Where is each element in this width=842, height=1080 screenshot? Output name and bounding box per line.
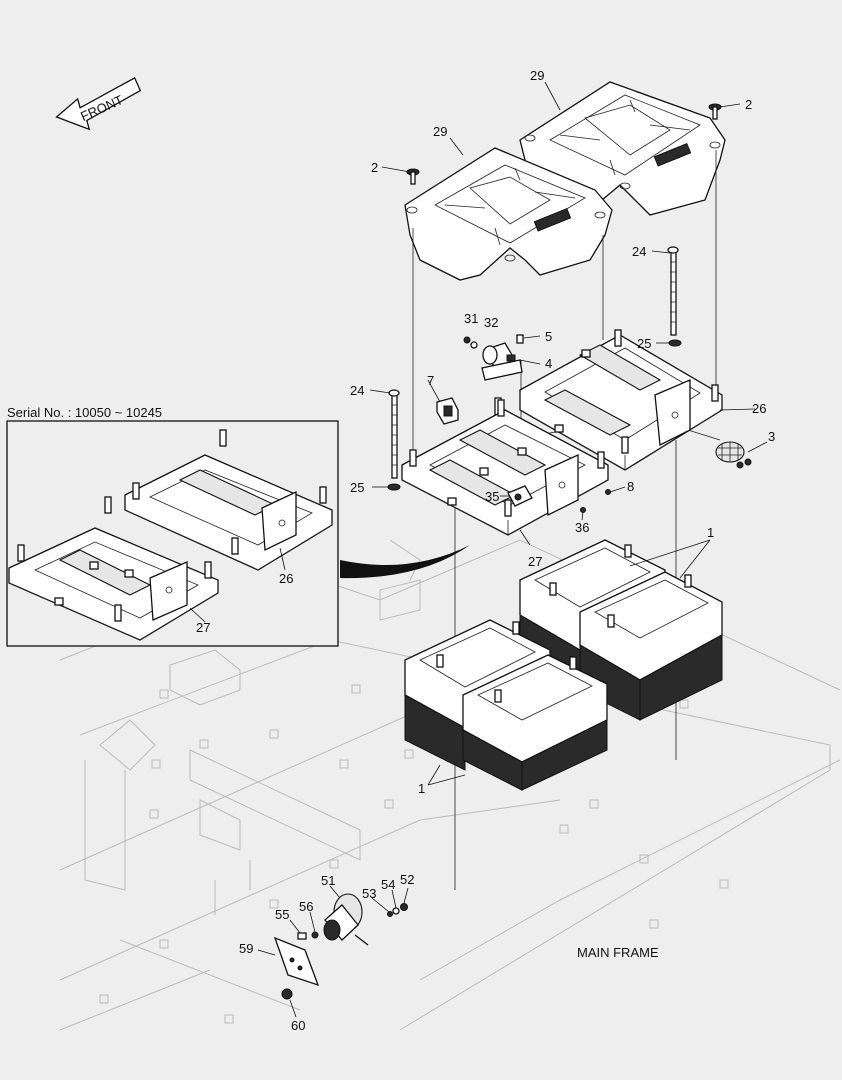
battery-relay-4 bbox=[463, 334, 524, 381]
main-frame bbox=[59, 539, 841, 1031]
callout-label: 36 bbox=[575, 520, 589, 535]
callout-label: 51 bbox=[321, 873, 335, 888]
callout-label: 5 bbox=[545, 329, 552, 344]
callout-label: 1 bbox=[707, 525, 714, 540]
callout-label: 56 bbox=[299, 899, 313, 914]
callout-label: 26 bbox=[752, 401, 766, 416]
switch-3 bbox=[715, 441, 752, 469]
callout-label: 53 bbox=[362, 886, 376, 901]
callout-label: 24 bbox=[632, 244, 646, 259]
bolt-24-right bbox=[667, 246, 679, 336]
callout-label: 2 bbox=[745, 97, 752, 112]
callout-label: 1 bbox=[418, 781, 425, 796]
callout-labels: 29 29 2 2 24 25 31 32 5 4 7 24 26 3 25 3… bbox=[7, 68, 775, 1033]
callout-label: 59 bbox=[239, 941, 253, 956]
knob-pin-right bbox=[708, 103, 722, 120]
callout-label: 25 bbox=[350, 480, 364, 495]
callout-label: 60 bbox=[291, 1018, 305, 1033]
callout-label: 29 bbox=[530, 68, 544, 83]
bolt-24-left bbox=[388, 389, 400, 479]
battery-tray-27 bbox=[401, 399, 609, 536]
washer-25-right bbox=[668, 339, 682, 347]
leader-lines bbox=[189, 81, 768, 1018]
callout-label: 54 bbox=[381, 877, 395, 892]
callout-label: 32 bbox=[484, 315, 498, 330]
bracket-59 bbox=[273, 936, 320, 987]
callout-label: 52 bbox=[400, 872, 414, 887]
fasteners-52-56 bbox=[281, 903, 408, 1000]
battery-front-right bbox=[462, 654, 608, 791]
main-frame-label: MAIN FRAME bbox=[577, 945, 659, 960]
main-frame-bolts bbox=[99, 684, 729, 1024]
horn-51 bbox=[323, 893, 369, 946]
inset-box bbox=[6, 420, 339, 647]
callout-label: 8 bbox=[627, 479, 634, 494]
callout-label: 4 bbox=[545, 356, 552, 371]
callout-label: 35 bbox=[485, 489, 499, 504]
callout-label: 2 bbox=[371, 160, 378, 175]
callout-label: 7 bbox=[427, 373, 434, 388]
front-arrow: FRONT bbox=[55, 76, 142, 131]
callout-label: 29 bbox=[433, 124, 447, 139]
battery-cover-left bbox=[404, 147, 613, 281]
terminal-35 bbox=[507, 485, 533, 507]
callout-label: 3 bbox=[768, 429, 775, 444]
callout-label: 55 bbox=[275, 907, 289, 922]
callout-label: 24 bbox=[350, 383, 364, 398]
callout-label: 27 bbox=[528, 554, 542, 569]
callout-label: 27 bbox=[196, 620, 210, 635]
inset-title: Serial No. : 10050 ~ 10245 bbox=[7, 405, 162, 420]
washer-25-left bbox=[387, 483, 401, 491]
inset-pointer-arrow bbox=[340, 545, 470, 579]
callout-label: 31 bbox=[464, 311, 478, 326]
knob-pin-left bbox=[406, 168, 420, 185]
callout-label: 25 bbox=[637, 336, 651, 351]
callout-label: 26 bbox=[279, 571, 293, 586]
battery-back-right bbox=[579, 571, 723, 721]
bracket-7 bbox=[436, 397, 459, 425]
